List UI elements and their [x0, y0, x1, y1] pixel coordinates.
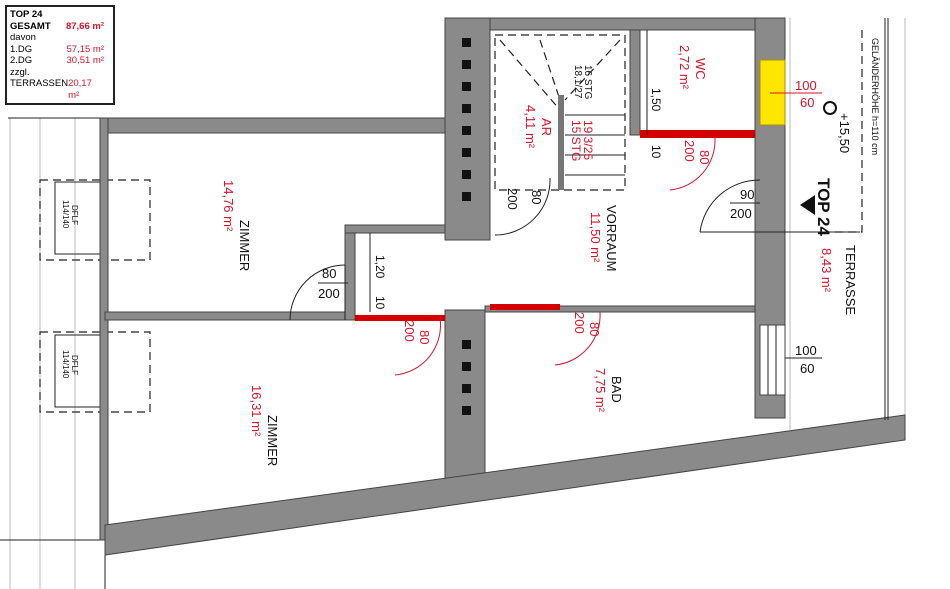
- summary-value: 20,17 m²: [68, 78, 92, 101]
- roof-window-1: DFLF 114/140: [39, 179, 151, 261]
- summary-title: TOP 24: [10, 9, 43, 20]
- dim-text: 10: [649, 145, 663, 159]
- door-height: 200: [730, 206, 752, 221]
- room-area: 4,11 m²: [523, 105, 538, 149]
- stairs-upper-count: 16 STG: [582, 65, 593, 100]
- stairs-upper-dim: 18,1/27: [572, 65, 583, 99]
- door-width: 80: [417, 330, 432, 344]
- room-area: 7,75 m²: [593, 368, 608, 413]
- room-name: ZIMMER: [237, 220, 252, 271]
- dimensions: 1,50 10 1,20 10: [369, 30, 663, 312]
- door-height: 200: [505, 188, 520, 210]
- door-width: 80: [697, 150, 712, 164]
- room-labels: ZIMMER 14,76 m² ZIMMER 16,31 m² VORRAUM …: [221, 45, 858, 466]
- summary-label: zzgl.: [10, 66, 30, 78]
- window-label: DFLF: [70, 355, 79, 375]
- summary-value: 57,15 m²: [66, 43, 105, 55]
- stairs-lower-count: 15 STG: [569, 120, 583, 161]
- room-name: ZIMMER: [265, 415, 280, 466]
- area-summary-box: TOP 24 GESAMT 87,66 m² davon 1.DG 57,15 m²…: [5, 5, 115, 105]
- room-area: 8,43 m²: [819, 248, 834, 293]
- summary-label: GESAMT: [10, 20, 51, 32]
- door-height: 200: [318, 286, 340, 301]
- dim-text: 1,50: [649, 88, 663, 112]
- window-dim: 114/140: [61, 350, 70, 379]
- room-name: AR: [539, 118, 554, 136]
- summary-value: 30,51 m²: [66, 55, 105, 66]
- entry-arrow-icon: [800, 195, 815, 215]
- window-width: 100: [795, 78, 817, 93]
- summary-value: 87,66 m²: [65, 20, 104, 32]
- room-name: VORRAUM: [604, 205, 619, 271]
- window-height: 60: [800, 361, 814, 376]
- stairs-lower-dim: 19,3/25: [581, 120, 595, 160]
- door-width: 80: [529, 190, 544, 204]
- summary-label: davon: [10, 32, 36, 43]
- window-height: 60: [800, 95, 814, 110]
- door-height: 200: [572, 312, 587, 334]
- railing-note: GELÄNDERHÖHE h=110 cm: [870, 38, 880, 155]
- summary-row: 1.DG 57,15 m²: [10, 44, 110, 56]
- summary-label: TERRASSEN: [10, 78, 69, 89]
- terrace: GELÄNDERHÖHE h=110 cm +15,50 TOP 24: [759, 18, 889, 420]
- room-name: BAD: [609, 376, 624, 403]
- room-area: 2,72 m²: [677, 45, 692, 90]
- dim-text: 10: [373, 296, 387, 310]
- roof-window-2: DFLF 114/140: [39, 331, 151, 413]
- dim-text: 1,20: [373, 255, 387, 279]
- summary-label: 1.DG: [10, 43, 33, 55]
- window-dim: 114/140: [61, 200, 70, 229]
- summary-row: 2.DG 30,51 m²: [10, 55, 110, 67]
- summary-row: GESAMT 87,66 m²: [10, 21, 110, 33]
- door-height: 200: [402, 320, 417, 342]
- roof-strip: [0, 18, 906, 589]
- door-width: 80: [322, 266, 336, 281]
- door-width: 90: [740, 187, 754, 202]
- shaft-squares: [462, 38, 471, 415]
- room-area: 16,31 m²: [249, 385, 264, 437]
- door-width: 80: [587, 322, 602, 336]
- window-label: DFLF: [70, 205, 79, 225]
- room-name: WC: [693, 58, 708, 80]
- door-height: 200: [682, 140, 697, 162]
- doors: [289, 137, 860, 376]
- staircase: 15 STG 19,3/25 16 STG 18,1/27: [494, 34, 626, 191]
- walls: [99, 17, 906, 556]
- unit-label: TOP 24: [814, 178, 833, 237]
- summary-row: davon: [10, 32, 110, 44]
- room-name: TERRASSE: [843, 245, 858, 315]
- room-area: 11,50 m²: [588, 212, 603, 263]
- level-marker: +15,50: [837, 113, 852, 153]
- window-width: 100: [795, 343, 817, 358]
- summary-row: zzgl.: [10, 67, 110, 79]
- summary-label: 2.DG: [10, 55, 33, 66]
- room-area: 14,76 m²: [221, 180, 236, 232]
- door-labels: 80 200 80 200 80 200 80 200 80 200 90 20…: [318, 78, 822, 376]
